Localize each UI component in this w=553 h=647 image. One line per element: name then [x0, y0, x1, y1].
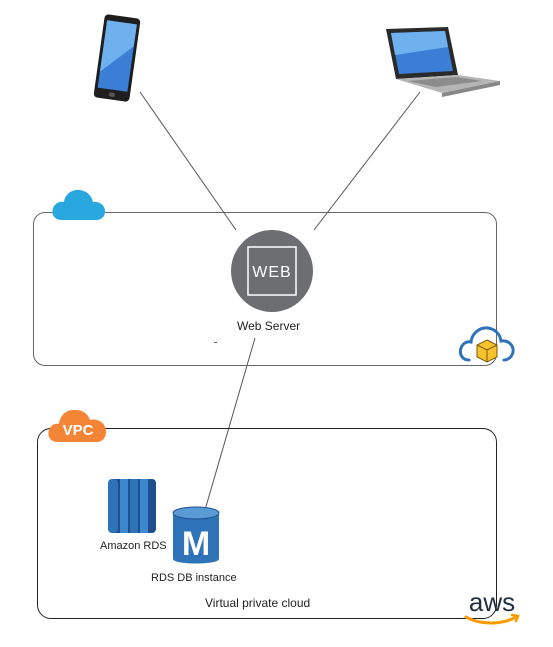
rds-db-instance-icon: M [172, 506, 220, 564]
amazon-rds-label: Amazon RDS [100, 540, 167, 552]
rds-db-instance-label: RDS DB instance [151, 572, 237, 584]
cloud-icon [52, 189, 106, 220]
laptop-to-webserver-line [313, 91, 421, 231]
vpc-badge-icon: VPC [48, 409, 106, 442]
tablet-icon [93, 14, 141, 102]
vpc-group-box [37, 428, 497, 619]
webserver-to-db-line [204, 337, 256, 511]
tablet-to-webserver-line [139, 91, 237, 231]
amazon-rds-icon [108, 479, 156, 533]
web-server-icon: WEB [231, 230, 313, 312]
vpc-label: Virtual private cloud [205, 596, 311, 610]
aws-logo: aws [464, 587, 520, 625]
cloud-box-icon [458, 326, 515, 363]
web-server-label: Web Server [237, 319, 301, 333]
cloud-group-box [33, 212, 497, 366]
laptop-icon [386, 27, 500, 97]
web-server-icon-text: WEB [252, 264, 291, 281]
small-dash [214, 342, 217, 343]
rds-db-instance-icon-text: M [182, 525, 210, 563]
aws-logo-text: aws [469, 587, 515, 617]
vpc-badge-text: VPC [63, 422, 94, 439]
